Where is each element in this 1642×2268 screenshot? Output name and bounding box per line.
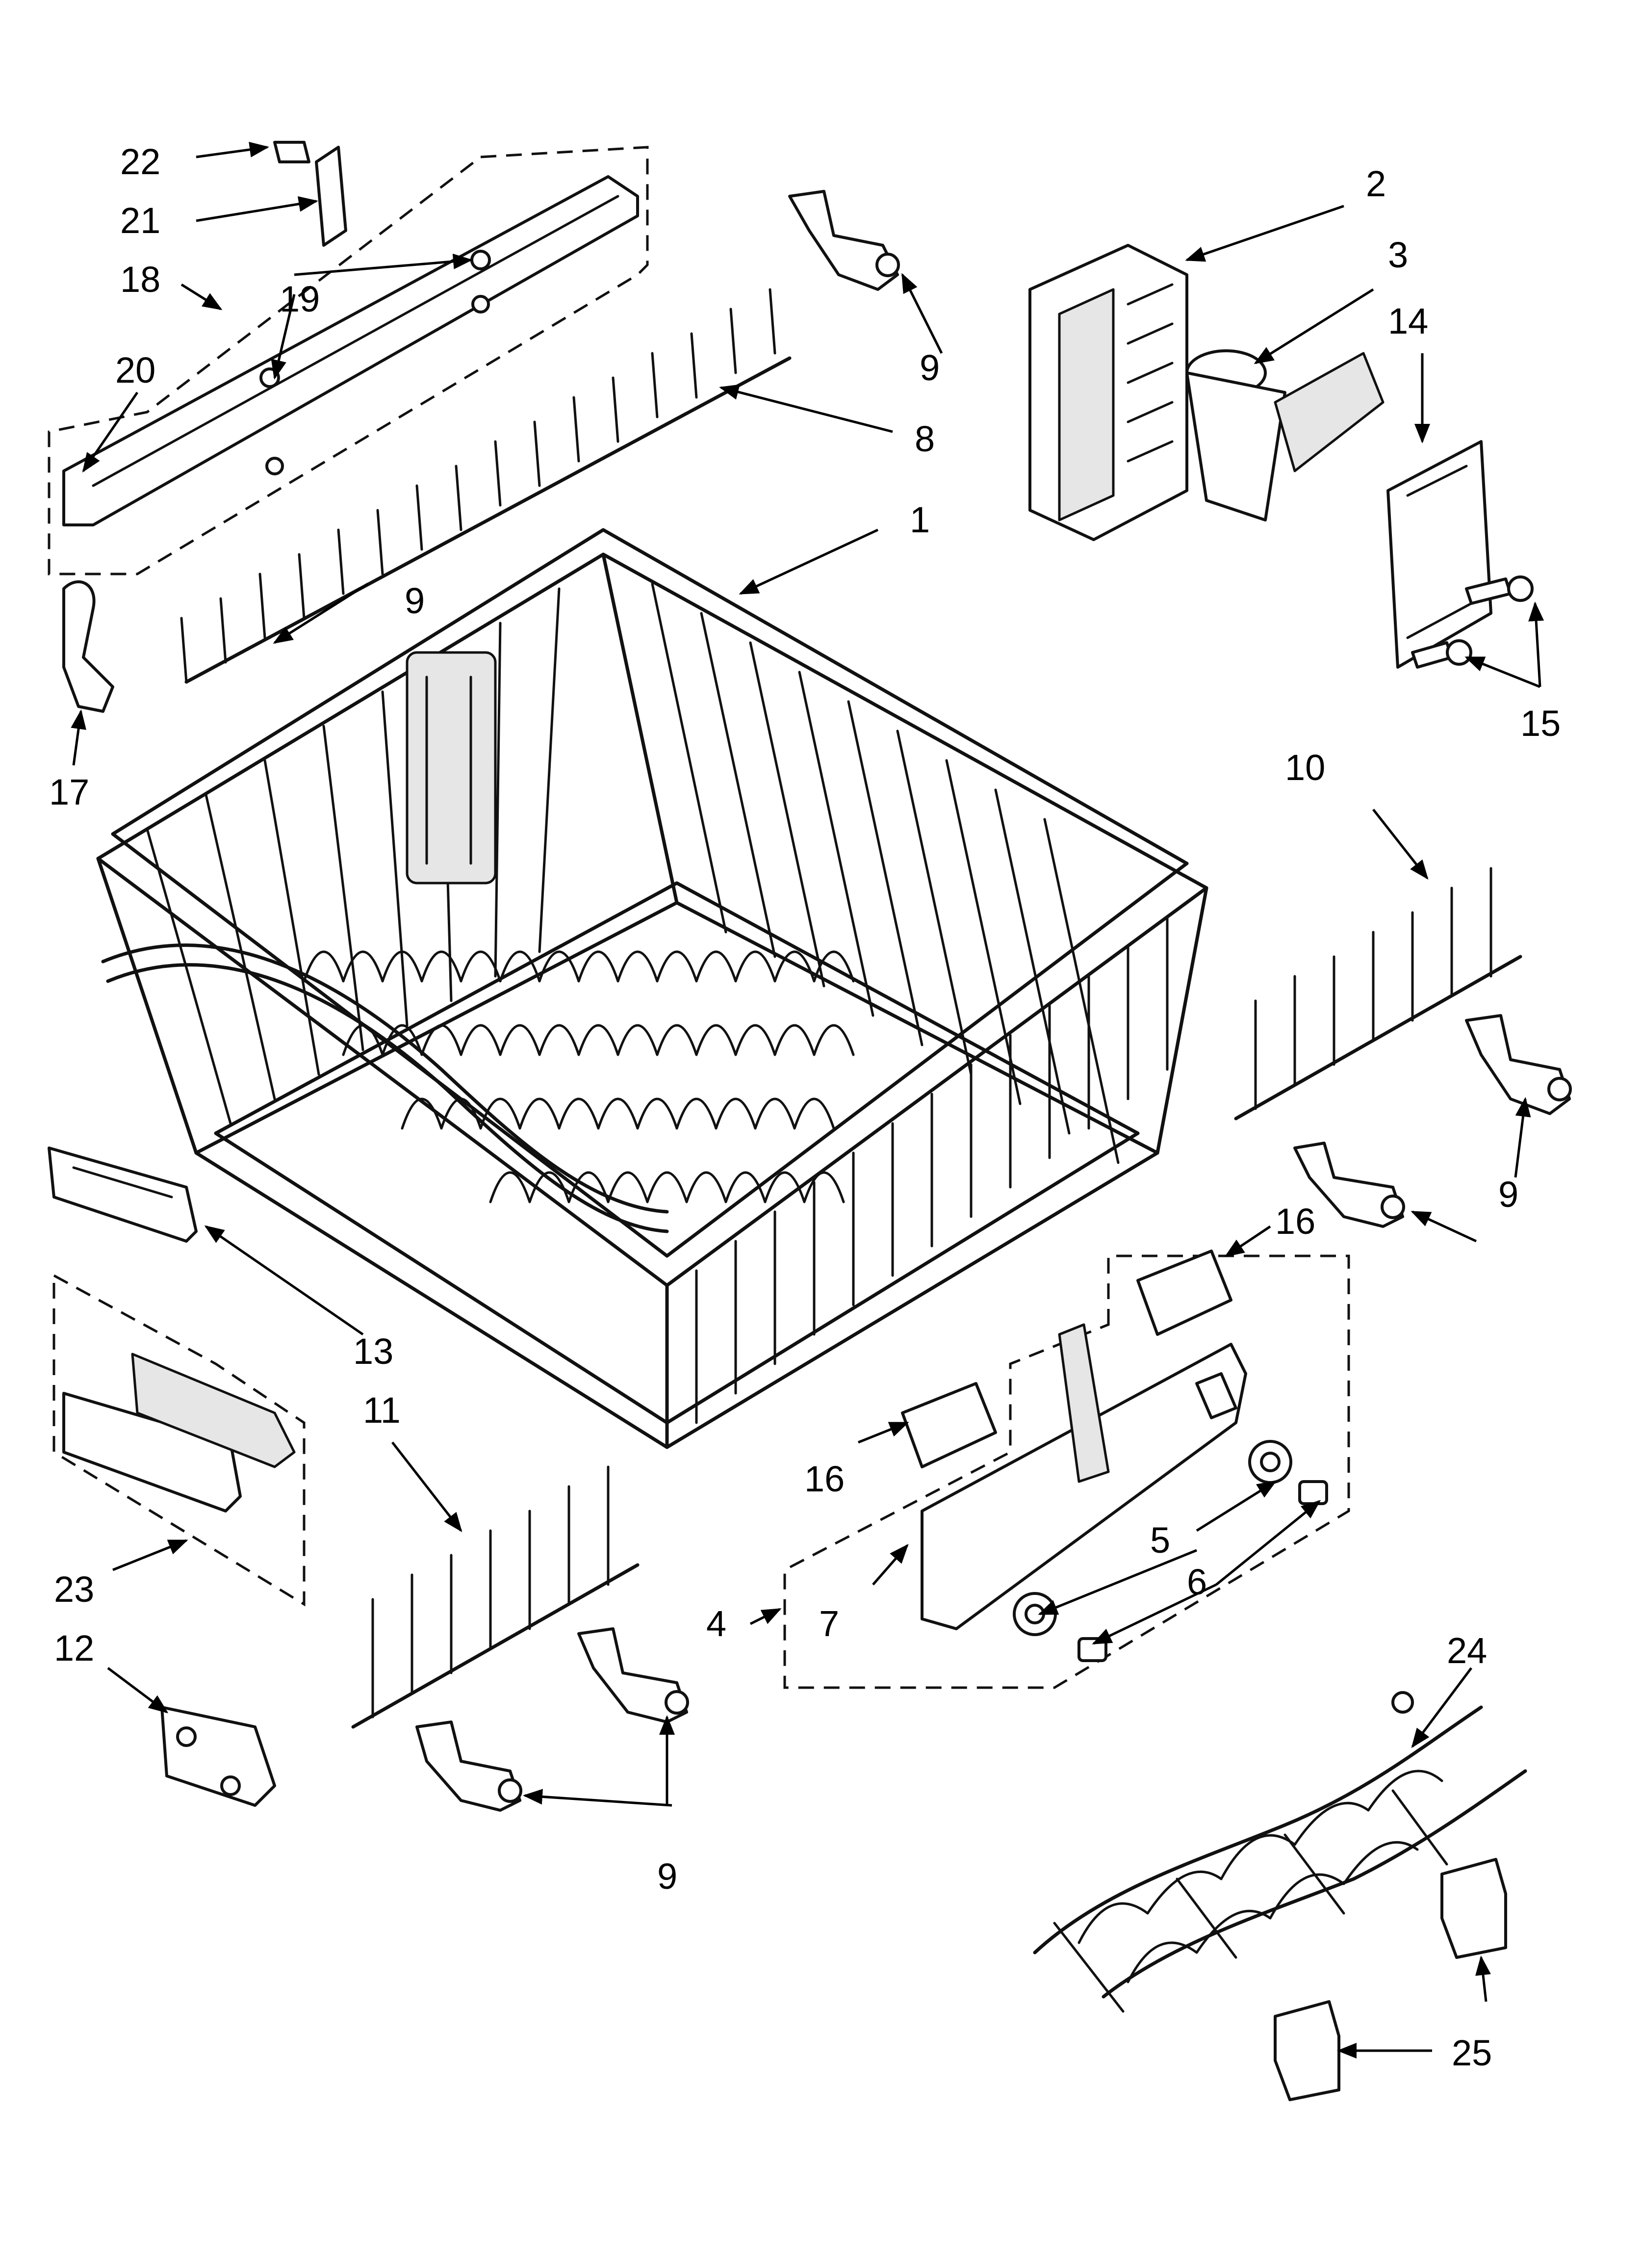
callout-1: 1 [910, 499, 930, 540]
callout-6: 6 [1187, 1562, 1207, 1602]
callout-9-bottom: 9 [657, 1856, 677, 1897]
upper-rack-assembly [96, 528, 1208, 1449]
callout-23: 23 [54, 1569, 94, 1610]
tine-row-lower [351, 1465, 640, 1729]
callout-8: 8 [915, 418, 935, 459]
diverter-housing [1185, 349, 1385, 521]
callout-22: 22 [120, 141, 160, 182]
callout-14: 14 [1388, 301, 1428, 341]
callout-3: 3 [1388, 235, 1408, 275]
tine-clips [415, 190, 1572, 1812]
callout-16-top: 16 [1275, 1201, 1315, 1242]
callout-4: 4 [706, 1603, 726, 1644]
callout-5: 5 [1150, 1520, 1170, 1561]
callout-19: 19 [280, 279, 320, 319]
rack-adjuster [48, 1147, 198, 1243]
callout-11: 11 [363, 1390, 401, 1431]
rack-adjuster-12 [160, 1706, 276, 1807]
spray-manifold [1028, 244, 1188, 541]
callout-13: 13 [353, 1331, 393, 1372]
adjuster-kit [52, 1273, 306, 1607]
tine-rack-24 [1033, 1691, 1527, 2013]
screws [1411, 575, 1534, 669]
callout-9-top: 9 [920, 347, 940, 388]
callout-21: 21 [120, 200, 160, 241]
callout-2: 2 [1366, 163, 1386, 204]
rack-clip [62, 580, 114, 713]
callout-17: 17 [49, 772, 89, 812]
callout-9-right: 9 [1498, 1174, 1518, 1215]
callout-9-mid: 9 [405, 580, 425, 621]
callout-labels: 22 21 18 19 20 2 3 14 9 8 1 9 15 17 10 9… [49, 141, 1561, 2073]
rack-clips-25 [1274, 1858, 1507, 2101]
manifold-cover [1386, 440, 1492, 669]
callout-7: 7 [819, 1603, 839, 1644]
leader-lines [71, 142, 1544, 2059]
stop-clips [901, 1250, 1232, 1468]
callout-12: 12 [54, 1628, 94, 1668]
callout-20: 20 [115, 350, 155, 391]
callout-24: 24 [1447, 1630, 1487, 1671]
callout-16-mid: 16 [804, 1459, 845, 1499]
cup-shelf-tines [180, 288, 792, 684]
callout-15: 15 [1520, 703, 1561, 744]
callout-10: 10 [1285, 747, 1325, 788]
callout-25: 25 [1452, 2033, 1492, 2073]
tine-row-right [1234, 867, 1522, 1121]
rail-assembly [48, 141, 649, 575]
callout-18: 18 [120, 259, 160, 300]
